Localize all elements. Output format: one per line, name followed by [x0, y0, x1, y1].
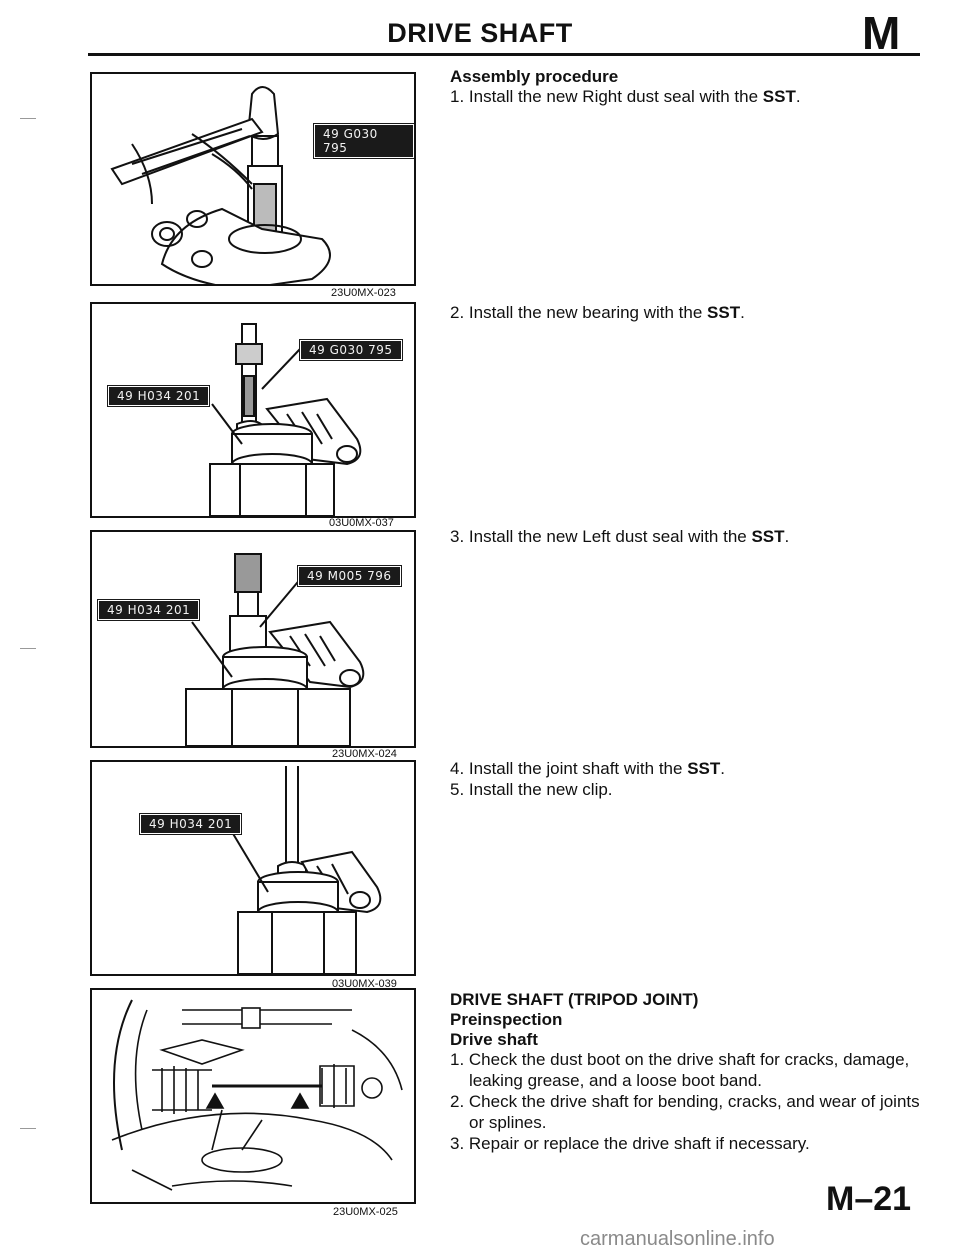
sst-tag: 49 G030 795	[299, 339, 403, 361]
assembly-heading: Assembly procedure	[450, 67, 619, 86]
inspection-item-1-line-2: leaking grease, and a loose boot band.	[469, 1071, 763, 1090]
figure-code: 23U0MX-023	[331, 287, 396, 299]
tripod-heading: DRIVE SHAFT (TRIPOD JOINT)	[450, 990, 699, 1009]
figure-bearing: 49 G030 795 49 H034 201	[90, 302, 416, 518]
figure-dust-seal-right: 49 G030 795	[90, 72, 416, 286]
figure-code: 03U0MX-037	[329, 517, 394, 529]
assembly-step-3: 3. Install the new Left dust seal with t…	[450, 527, 790, 546]
inspection-item-2-line-1: 2. Check the drive shaft for bending, cr…	[450, 1092, 920, 1111]
illustration-hammer-press	[110, 86, 331, 284]
watermark: carmanualsonline.info	[580, 1228, 775, 1250]
inspection-item-2-line-2: or splines.	[469, 1113, 547, 1132]
illustration-seal-press	[185, 553, 365, 746]
page-title: DRIVE SHAFT	[387, 18, 573, 48]
illustration-drive-shaft-vehicle	[111, 999, 403, 1191]
inspection-item-3: 3. Repair or replace the drive shaft if …	[450, 1134, 810, 1153]
illustration-bearing-press	[209, 323, 362, 516]
inspection-item-1-line-1: 1. Check the dust boot on the drive shaf…	[450, 1050, 910, 1069]
header-rule	[88, 53, 920, 56]
sst-tag: 49 H034 201	[138, 813, 243, 835]
inspection-list: 1. Check the dust boot on the drive shaf…	[450, 1049, 920, 1154]
page-number: M–21	[826, 1180, 912, 1218]
sst-tag: 49 M005 796	[297, 565, 402, 587]
margin-mark	[20, 648, 36, 649]
figure-drive-shaft-installed	[90, 988, 416, 1204]
figure-code: 03U0MX-039	[332, 978, 397, 990]
assembly-step-5: 5. Install the new clip.	[450, 780, 613, 799]
margin-mark	[20, 1128, 36, 1129]
figure-dust-seal-left: 49 M005 796 49 H034 201	[90, 530, 416, 748]
sst-tag: 49 H034 201	[96, 599, 201, 621]
section-letter: M	[862, 7, 901, 59]
margin-mark	[20, 118, 36, 119]
sst-tag: 49 G030 795	[313, 123, 414, 159]
assembly-step-4: 4. Install the joint shaft with the SST.	[450, 759, 725, 778]
sst-tag: 49 H034 201	[106, 385, 211, 407]
assembly-step-2: 2. Install the new bearing with the SST.	[450, 303, 745, 322]
illustration-joint-shaft-press	[231, 766, 382, 974]
drive-shaft-heading: Drive shaft	[450, 1030, 538, 1049]
figure-code: 23U0MX-024	[332, 748, 397, 760]
assembly-step-1: 1. Install the new Right dust seal with …	[450, 87, 801, 106]
figure-joint-shaft: 49 H034 201	[90, 760, 416, 976]
figure-code: 23U0MX-025	[333, 1206, 398, 1218]
preinspection-heading: Preinspection	[450, 1010, 563, 1029]
